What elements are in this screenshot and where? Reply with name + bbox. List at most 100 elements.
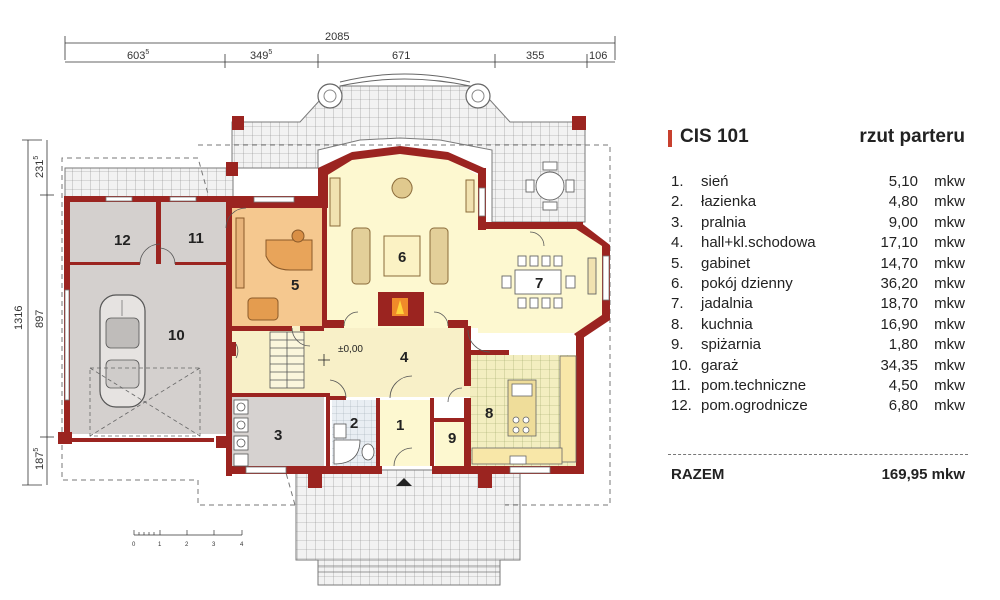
room-number: 7. [671, 295, 684, 313]
scale-tick-0: 0 [132, 542, 136, 548]
dim-seg3: 671 [392, 50, 410, 62]
room-number: 2. [671, 193, 684, 211]
room-name: pom.techniczne [701, 376, 807, 394]
living-furniture [329, 177, 475, 285]
car-icon [99, 294, 146, 408]
room-number-10: 10 [168, 327, 185, 344]
windows [64, 187, 610, 474]
room-area: 17,10 [880, 234, 918, 252]
legend-divider [668, 453, 968, 455]
bathroom-fixtures [333, 423, 375, 465]
terraces [64, 73, 586, 586]
staircase [269, 331, 305, 389]
room-name: sień [701, 173, 729, 190]
room-row: 5. gabinet 14,70 mkw [668, 254, 968, 274]
room-row: 9. spiżarnia 1,80 mkw [668, 335, 968, 355]
room-number-7: 7 [535, 275, 543, 292]
room-number: 3. [671, 213, 684, 231]
room-number: 5. [671, 254, 684, 272]
level-label: ±0,00 [338, 344, 363, 355]
room-area: 1,80 [888, 336, 918, 354]
room-unit: mkw [934, 173, 965, 190]
room-name: kuchnia [701, 315, 753, 333]
laundry-fixtures [233, 399, 249, 467]
room-number-6: 6 [398, 249, 406, 266]
level-marker [318, 354, 330, 366]
legend-header: CIS 101 rzut parteru [668, 126, 968, 152]
room-number-12: 12 [114, 232, 131, 249]
column-right-icon [465, 83, 491, 109]
room-name: pom.ogrodnicze [701, 397, 808, 415]
dim-seg2: 3495 [250, 49, 272, 62]
total-label: RAZEM [671, 465, 725, 483]
dim-left-top: 2315 [33, 156, 46, 178]
room-row: 1. sień 5,10 mkw [668, 172, 968, 192]
room-name: łazienka [701, 193, 757, 211]
scale-tick-2: 2 [185, 542, 189, 548]
room-unit: mkw [934, 336, 965, 354]
fireplace-icon [392, 298, 408, 316]
room-area: 9,00 [888, 213, 918, 231]
room-number-2: 2 [350, 415, 358, 432]
room-unit: mkw [934, 193, 965, 211]
room-name: pokój dzienny [701, 274, 793, 292]
plan-title: rzut parteru [859, 126, 965, 147]
roof-outline [61, 144, 611, 506]
room-unit: mkw [934, 254, 965, 272]
room-number: 12. [671, 397, 692, 415]
left-dimensions [22, 139, 54, 486]
dim-left-bot: 1875 [33, 448, 46, 470]
room-number: 1. [671, 173, 684, 190]
garage-door-dashes [89, 367, 201, 437]
room-name: gabinet [701, 254, 751, 272]
room-unit: mkw [934, 356, 965, 374]
room-area: 34,35 [880, 356, 918, 374]
room-name: hall+kl.schodowa [701, 234, 816, 252]
scale-tick-1: 1 [158, 542, 162, 548]
room-name: pralnia [701, 213, 747, 231]
total-row: RAZEM 169,95 mkw [668, 466, 968, 488]
dim-overall: 2085 [325, 31, 349, 43]
room-number: 6. [671, 274, 684, 292]
room-number-8: 8 [485, 405, 493, 422]
room-row: 4. hall+kl.schodowa 17,10 mkw [668, 233, 968, 253]
room-area: 14,70 [880, 254, 918, 272]
entrance-arrow-icon [396, 478, 412, 486]
room-number: 11. [671, 376, 691, 394]
room-name: spiżarnia [701, 336, 762, 354]
room-number-1: 1 [396, 417, 404, 434]
room-area: 36,20 [880, 274, 918, 292]
top-dimensions [64, 36, 616, 68]
room-unit: mkw [934, 397, 965, 415]
room-number: 10. [671, 356, 692, 374]
room-area: 16,90 [880, 315, 918, 333]
patio-table [525, 161, 575, 211]
room-area: 18,70 [880, 295, 918, 313]
room-unit: mkw [934, 295, 965, 313]
floor-plan: 2085 6035 3495 671 355 106 1316 2315 897… [13, 31, 616, 586]
dining-table [501, 255, 597, 309]
room-unit: mkw [934, 376, 965, 394]
room-name: garaż [701, 356, 739, 374]
scale-tick-3: 3 [212, 542, 216, 548]
office-desk [235, 217, 313, 321]
scale-tick-4: 4 [240, 542, 244, 548]
room-number: 4. [671, 234, 684, 252]
room-number: 9. [671, 336, 684, 354]
room-number-9: 9 [448, 430, 456, 447]
room-unit: mkw [934, 234, 965, 252]
dim-left-total: 1316 [13, 306, 25, 330]
doors [139, 207, 545, 467]
accent-bar [668, 130, 672, 147]
dim-left-mid: 897 [34, 310, 46, 328]
room-area: 5,10 [888, 173, 918, 190]
total-value: 169,95 mkw [881, 465, 965, 483]
room-number-5: 5 [291, 277, 299, 294]
column-left-icon [317, 83, 343, 109]
